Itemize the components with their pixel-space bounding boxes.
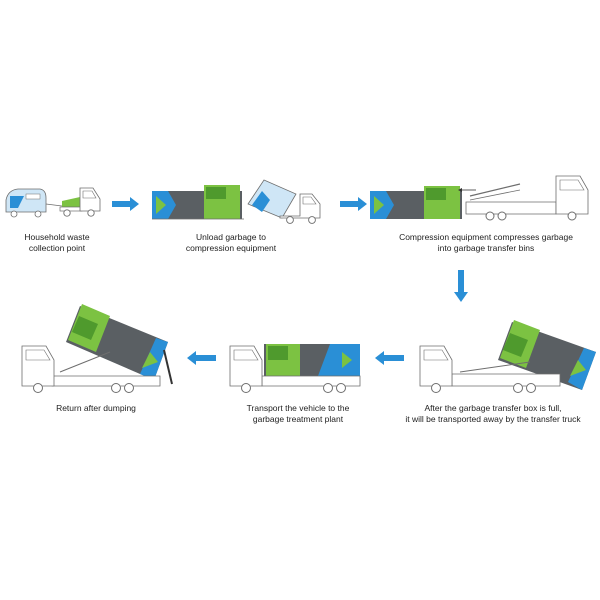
- step3-caption: Compression equipment compresses garbage…: [380, 232, 592, 254]
- step2-caption: Unload garbage to compression equipment: [166, 232, 296, 254]
- caption-line: Return after dumping: [56, 403, 136, 413]
- collection-cart-icon: [5, 188, 63, 218]
- caption-line: After the garbage transfer box is full,: [424, 403, 562, 413]
- step5-illustration: [229, 344, 361, 393]
- caption-line: garbage treatment plant: [252, 414, 344, 424]
- caption-line: compression equipment: [185, 243, 277, 253]
- dump-truck-icon: [21, 345, 161, 393]
- caption-line: Household waste: [24, 232, 90, 242]
- arrow-down-icon: [454, 270, 468, 302]
- step4-illustration: [419, 320, 596, 393]
- arrow-left-icon: [375, 351, 404, 365]
- arrow-right-icon: [340, 197, 367, 211]
- step1-caption: Household waste collection point: [2, 232, 112, 254]
- caption-line: Unload garbage to: [196, 232, 266, 242]
- arrow-right-icon: [112, 197, 139, 211]
- transfer-truck-icon: [419, 345, 561, 393]
- small-truck-icon: [59, 187, 101, 217]
- arrow-left-icon: [187, 351, 216, 365]
- tipping-truck-icon: [247, 179, 321, 224]
- compression-container-icon: [152, 185, 244, 220]
- step6-illustration: [21, 304, 173, 393]
- dumping-box-icon: [66, 304, 173, 385]
- push-arrow-icon: [458, 188, 476, 192]
- caption-line: it will be transported away by the trans…: [405, 414, 581, 424]
- transfer-bin-icon: [370, 186, 462, 219]
- step4-caption: After the garbage transfer box is full, …: [388, 403, 598, 425]
- step1-illustration: [5, 187, 101, 218]
- tilted-transfer-box-icon: [498, 320, 596, 390]
- step6-caption: Return after dumping: [36, 403, 156, 414]
- caption-line: Transport the vehicle to the: [246, 403, 350, 413]
- caption-line: Compression equipment compresses garbage: [399, 232, 573, 242]
- caption-line: collection point: [28, 243, 86, 253]
- step5-caption: Transport the vehicle to the garbage tre…: [228, 403, 368, 425]
- step3-illustration: [370, 175, 589, 221]
- caption-line: into garbage transfer bins: [437, 243, 535, 253]
- hook-lift-truck-icon: [465, 175, 589, 221]
- step2-illustration: [152, 179, 321, 224]
- transport-truck-icon: [229, 344, 361, 393]
